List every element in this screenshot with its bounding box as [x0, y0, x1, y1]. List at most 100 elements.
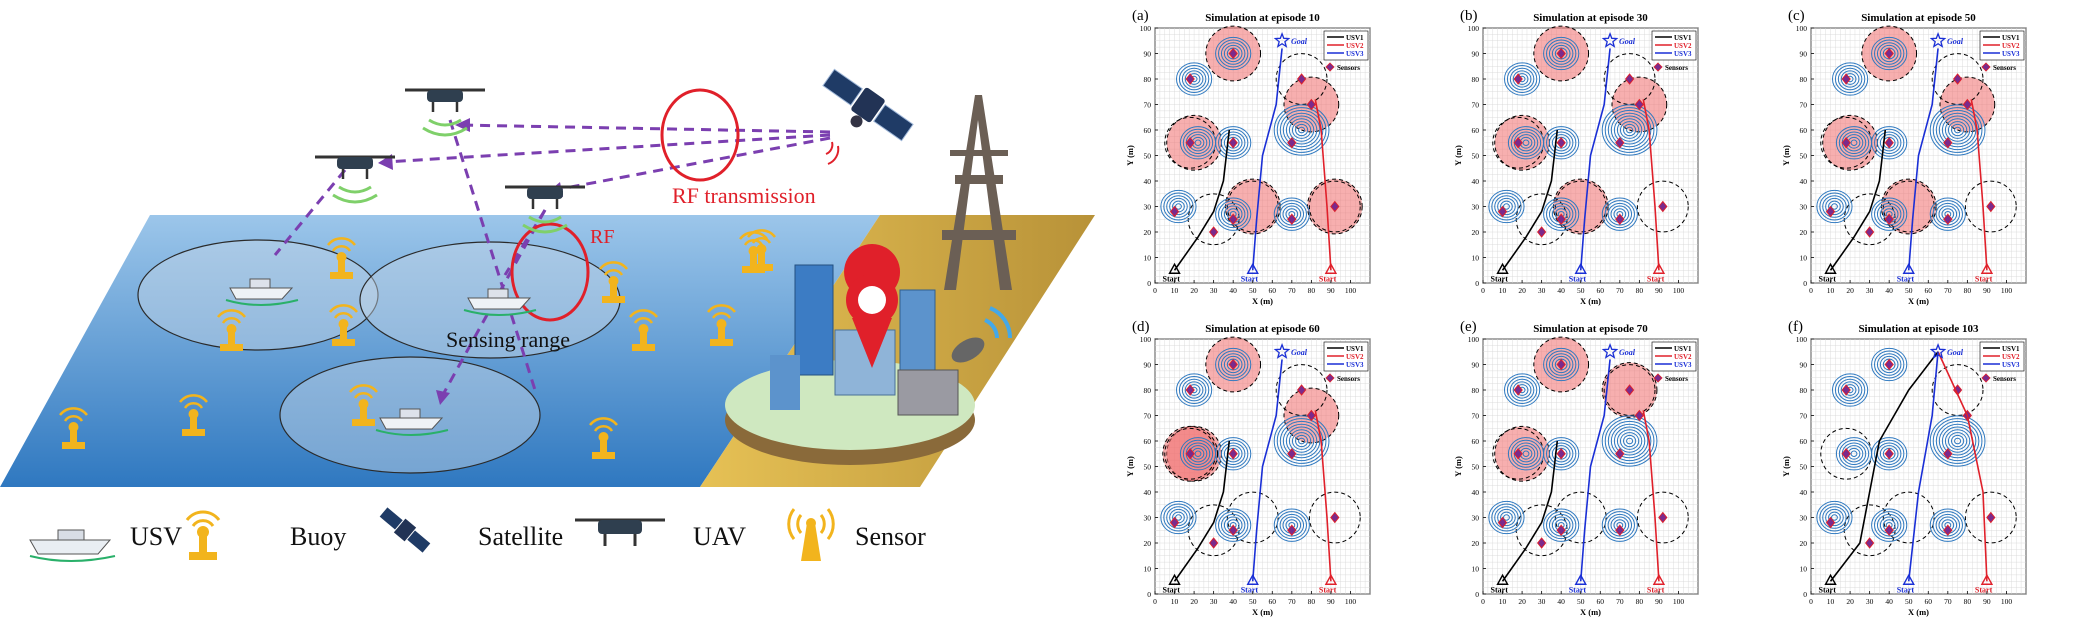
sensor-marker [1884, 47, 1894, 60]
legend-label-uav: UAV [693, 522, 746, 551]
contour-ring [1825, 197, 1844, 216]
sensor-marker [1884, 524, 1894, 537]
sensing-region-outline [1931, 364, 1984, 416]
sensor-marker [1986, 200, 1996, 213]
x-tick-label: 90 [1655, 597, 1663, 606]
x-tick-label: 30 [1538, 286, 1546, 295]
start-label: Start [1491, 585, 1509, 594]
contour-ring [1929, 197, 1966, 231]
rf-transmission-circle [660, 88, 740, 182]
contour-ring [1546, 511, 1577, 540]
sensor-marker [1287, 447, 1297, 460]
contour-ring [1509, 378, 1535, 402]
uav-icon [315, 155, 395, 204]
contour-ring [1831, 514, 1838, 521]
buoy-icon [179, 394, 208, 436]
start-label: Start [1647, 274, 1665, 283]
legend-sensors-label: Sensors [1665, 375, 1688, 383]
y-tick-label: 80 [1800, 386, 1808, 395]
contour-ring [1494, 506, 1519, 529]
panel-title: Simulation at episode 10 [1205, 12, 1320, 24]
usv-icon [463, 288, 537, 316]
sensor-marker [1615, 524, 1625, 537]
contour-ring [1276, 511, 1307, 540]
contour-ring [1285, 426, 1318, 456]
y-tick-label: 0 [1803, 590, 1807, 599]
start-marker [1246, 262, 1259, 274]
usv-path [1579, 48, 1611, 271]
y-tick-label: 60 [1800, 437, 1808, 446]
contour-ring [1546, 128, 1577, 157]
x-tick-label: 20 [1190, 597, 1198, 606]
contour-ring [1276, 107, 1327, 153]
contour-ring [1825, 508, 1844, 527]
x-tick-label: 30 [1210, 286, 1218, 295]
start-label: Start [1163, 274, 1181, 283]
legend-sensor-marker [1981, 373, 1991, 383]
contour-ring [1179, 437, 1217, 471]
y-tick-label: 80 [1472, 386, 1480, 395]
contour-ring [1954, 126, 1962, 134]
contour-ring [1874, 39, 1905, 68]
contour-ring [1834, 65, 1866, 93]
sensor-marker [1287, 213, 1297, 226]
panel-letter: (b) [1460, 8, 1478, 24]
contour-ring [1551, 445, 1571, 463]
contour-ring [1947, 121, 1968, 139]
contour-ring [1488, 500, 1525, 535]
sensor-marker [1615, 213, 1625, 226]
start-label: Start [1241, 585, 1259, 594]
x-tick-label: 90 [1983, 597, 1991, 606]
sensor-marker [1864, 537, 1875, 549]
buoy-icon [599, 261, 628, 303]
x-tick-label: 0 [1153, 597, 1157, 606]
contour-ring [1871, 347, 1908, 382]
usv-path [1314, 99, 1332, 271]
sensor-marker [1615, 447, 1625, 460]
uav-icon [505, 185, 585, 234]
y-tick-label: 70 [1472, 412, 1480, 421]
contour-ring [1835, 126, 1873, 160]
buoy-icon [327, 237, 356, 279]
y-tick-label: 20 [1472, 539, 1480, 548]
contour-ring [1295, 434, 1309, 448]
sensor-marker [1296, 73, 1307, 85]
contour-ring [1176, 62, 1213, 96]
legend-entry: USV2 [1674, 42, 1692, 50]
legend-entry: USV1 [2002, 345, 2020, 353]
contour-ring [1874, 350, 1905, 379]
contour-ring [1169, 508, 1188, 527]
y-tick-label: 100 [1468, 24, 1480, 33]
x-tick-label: 0 [1153, 286, 1157, 295]
y-tick-label: 30 [1144, 203, 1152, 212]
contour-ring [1548, 42, 1574, 65]
sensor-marker [1306, 98, 1317, 111]
legend-sensors-label: Sensors [1665, 64, 1688, 72]
legend-sensors-label: Sensors [1993, 375, 2016, 383]
goal-marker [1929, 31, 1947, 48]
start-label: Start [1819, 274, 1837, 283]
contour-ring [1184, 381, 1204, 399]
sensing-region-outline [1882, 180, 1935, 233]
sensor-marker [1952, 73, 1963, 85]
legend-sensor-marker [1325, 62, 1335, 72]
sensing-region-outline [1515, 193, 1568, 246]
y-tick-label: 10 [1472, 565, 1480, 574]
sensing-region-outline [1603, 364, 1656, 416]
x-tick-label: 90 [1655, 286, 1663, 295]
contour-ring [1871, 508, 1908, 542]
y-tick-label: 90 [1472, 50, 1480, 59]
goal-label: Goal [1619, 348, 1636, 357]
start-marker [1652, 262, 1666, 274]
legend-label-satellite: Satellite [478, 522, 563, 551]
legend-entry: USV3 [1674, 361, 1692, 369]
contour-ring [1613, 115, 1646, 145]
sensing-region-outline [1187, 504, 1240, 557]
contour-ring [1626, 126, 1634, 134]
contour-ring [1816, 500, 1853, 535]
communication-links [273, 119, 831, 401]
contour-ring [1947, 432, 1968, 450]
contour-ring [1273, 104, 1330, 156]
